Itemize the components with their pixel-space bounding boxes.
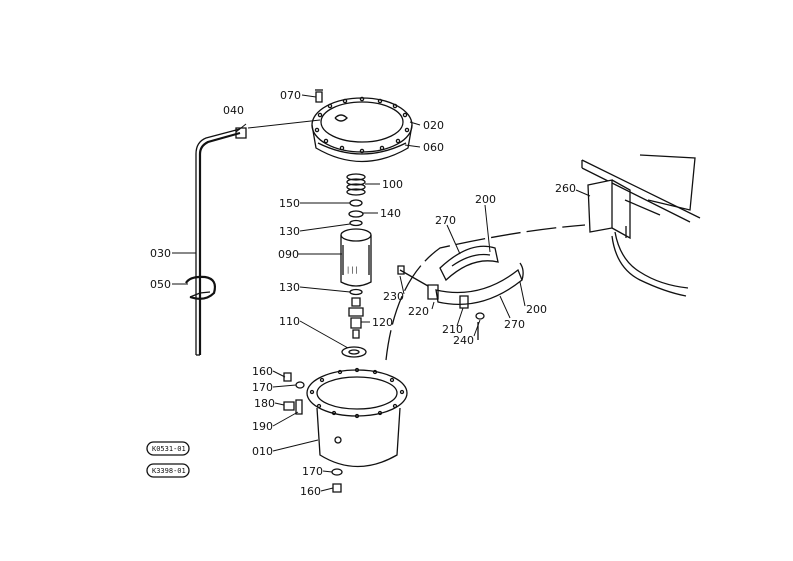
- callout-260: 260: [555, 182, 576, 195]
- callout-020: 020: [423, 119, 444, 132]
- callout-150: 150: [279, 197, 300, 210]
- cover-lid-part: [311, 89, 413, 163]
- callout-200-upper: 200: [475, 193, 496, 206]
- callout-030: 030: [150, 247, 171, 260]
- callout-270-lower: 270: [504, 318, 525, 331]
- callout-220: 220: [408, 305, 429, 318]
- callout-130-upper: 130: [279, 225, 300, 238]
- reference-code-1: K0531-01: [152, 445, 186, 453]
- tank-bracket-part: [581, 154, 701, 297]
- callout-070: 070: [280, 89, 301, 102]
- callout-130-lower: 130: [279, 281, 300, 294]
- callout-160-lower: 160: [300, 485, 321, 498]
- callout-140: 140: [380, 207, 401, 220]
- callout-240: 240: [453, 334, 474, 347]
- reference-codes: K0531-01 K3398-01: [146, 441, 190, 478]
- callout-labels: 070 040 020 060 100 150 140 130 090 030 …: [150, 89, 576, 498]
- band-clamp-part: [397, 245, 524, 340]
- reference-code-2: K3398-01: [152, 467, 186, 475]
- callout-100: 100: [382, 178, 403, 191]
- leader-lines: [172, 94, 591, 492]
- callout-190: 190: [252, 420, 273, 433]
- side-fittings-part: [283, 372, 305, 415]
- bowl-part: [306, 367, 408, 468]
- callout-160-upper: 160: [252, 365, 273, 378]
- callout-270-upper: 270: [435, 214, 456, 227]
- callout-090: 090: [278, 248, 299, 261]
- o-ring-part: [349, 288, 363, 296]
- svg-text:|||: |||: [346, 266, 359, 274]
- callout-180: 180: [254, 397, 275, 410]
- callout-110: 110: [279, 315, 300, 328]
- callout-120: 120: [372, 316, 393, 329]
- washers-part: [348, 199, 364, 227]
- callout-060: 060: [423, 141, 444, 154]
- callout-200-lower: 200: [526, 303, 547, 316]
- valve-part: [348, 297, 364, 339]
- filter-element-part: |||: [340, 228, 372, 287]
- callout-170-upper: 170: [252, 381, 273, 394]
- callout-210: 210: [442, 323, 463, 336]
- callout-040: 040: [223, 104, 244, 117]
- seal-part: [341, 346, 367, 358]
- callout-010: 010: [252, 445, 273, 458]
- spring-part: [346, 173, 366, 196]
- callout-050: 050: [150, 278, 171, 291]
- fuel-pipe-part: [185, 127, 247, 356]
- callout-230: 230: [383, 290, 404, 303]
- drain-plug-part: [331, 468, 343, 493]
- callout-170-lower: 170: [302, 465, 323, 478]
- fuel-hose-part: [385, 224, 586, 361]
